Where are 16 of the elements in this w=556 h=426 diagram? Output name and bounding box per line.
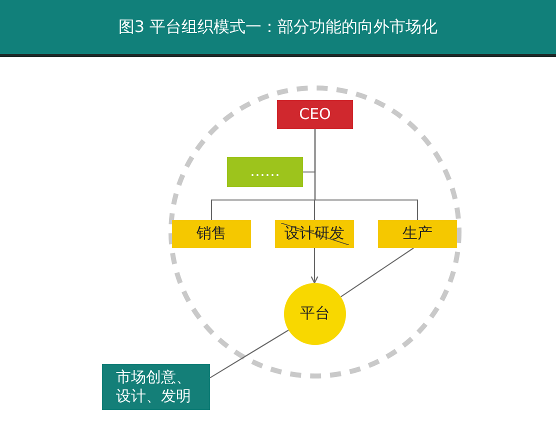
department-box [378,220,457,248]
node-label: 市场创意、设计、发明 [116,368,192,406]
diagram-title: 图3 平台组织模式一：部分功能的向外市场化 [118,16,438,38]
org-box [277,100,353,129]
node-label: 生产 [402,224,432,244]
node-label: CEO [299,104,331,124]
connector-line [314,129,418,220]
connector-line [340,248,414,298]
node-label: …… [250,162,280,182]
department-box [172,220,251,248]
node-label: 销售 [196,224,226,244]
arrow [310,248,318,284]
note-box [102,364,210,410]
connector-line [210,330,289,378]
node-label: 平台 [300,304,330,324]
org-box [227,157,303,187]
